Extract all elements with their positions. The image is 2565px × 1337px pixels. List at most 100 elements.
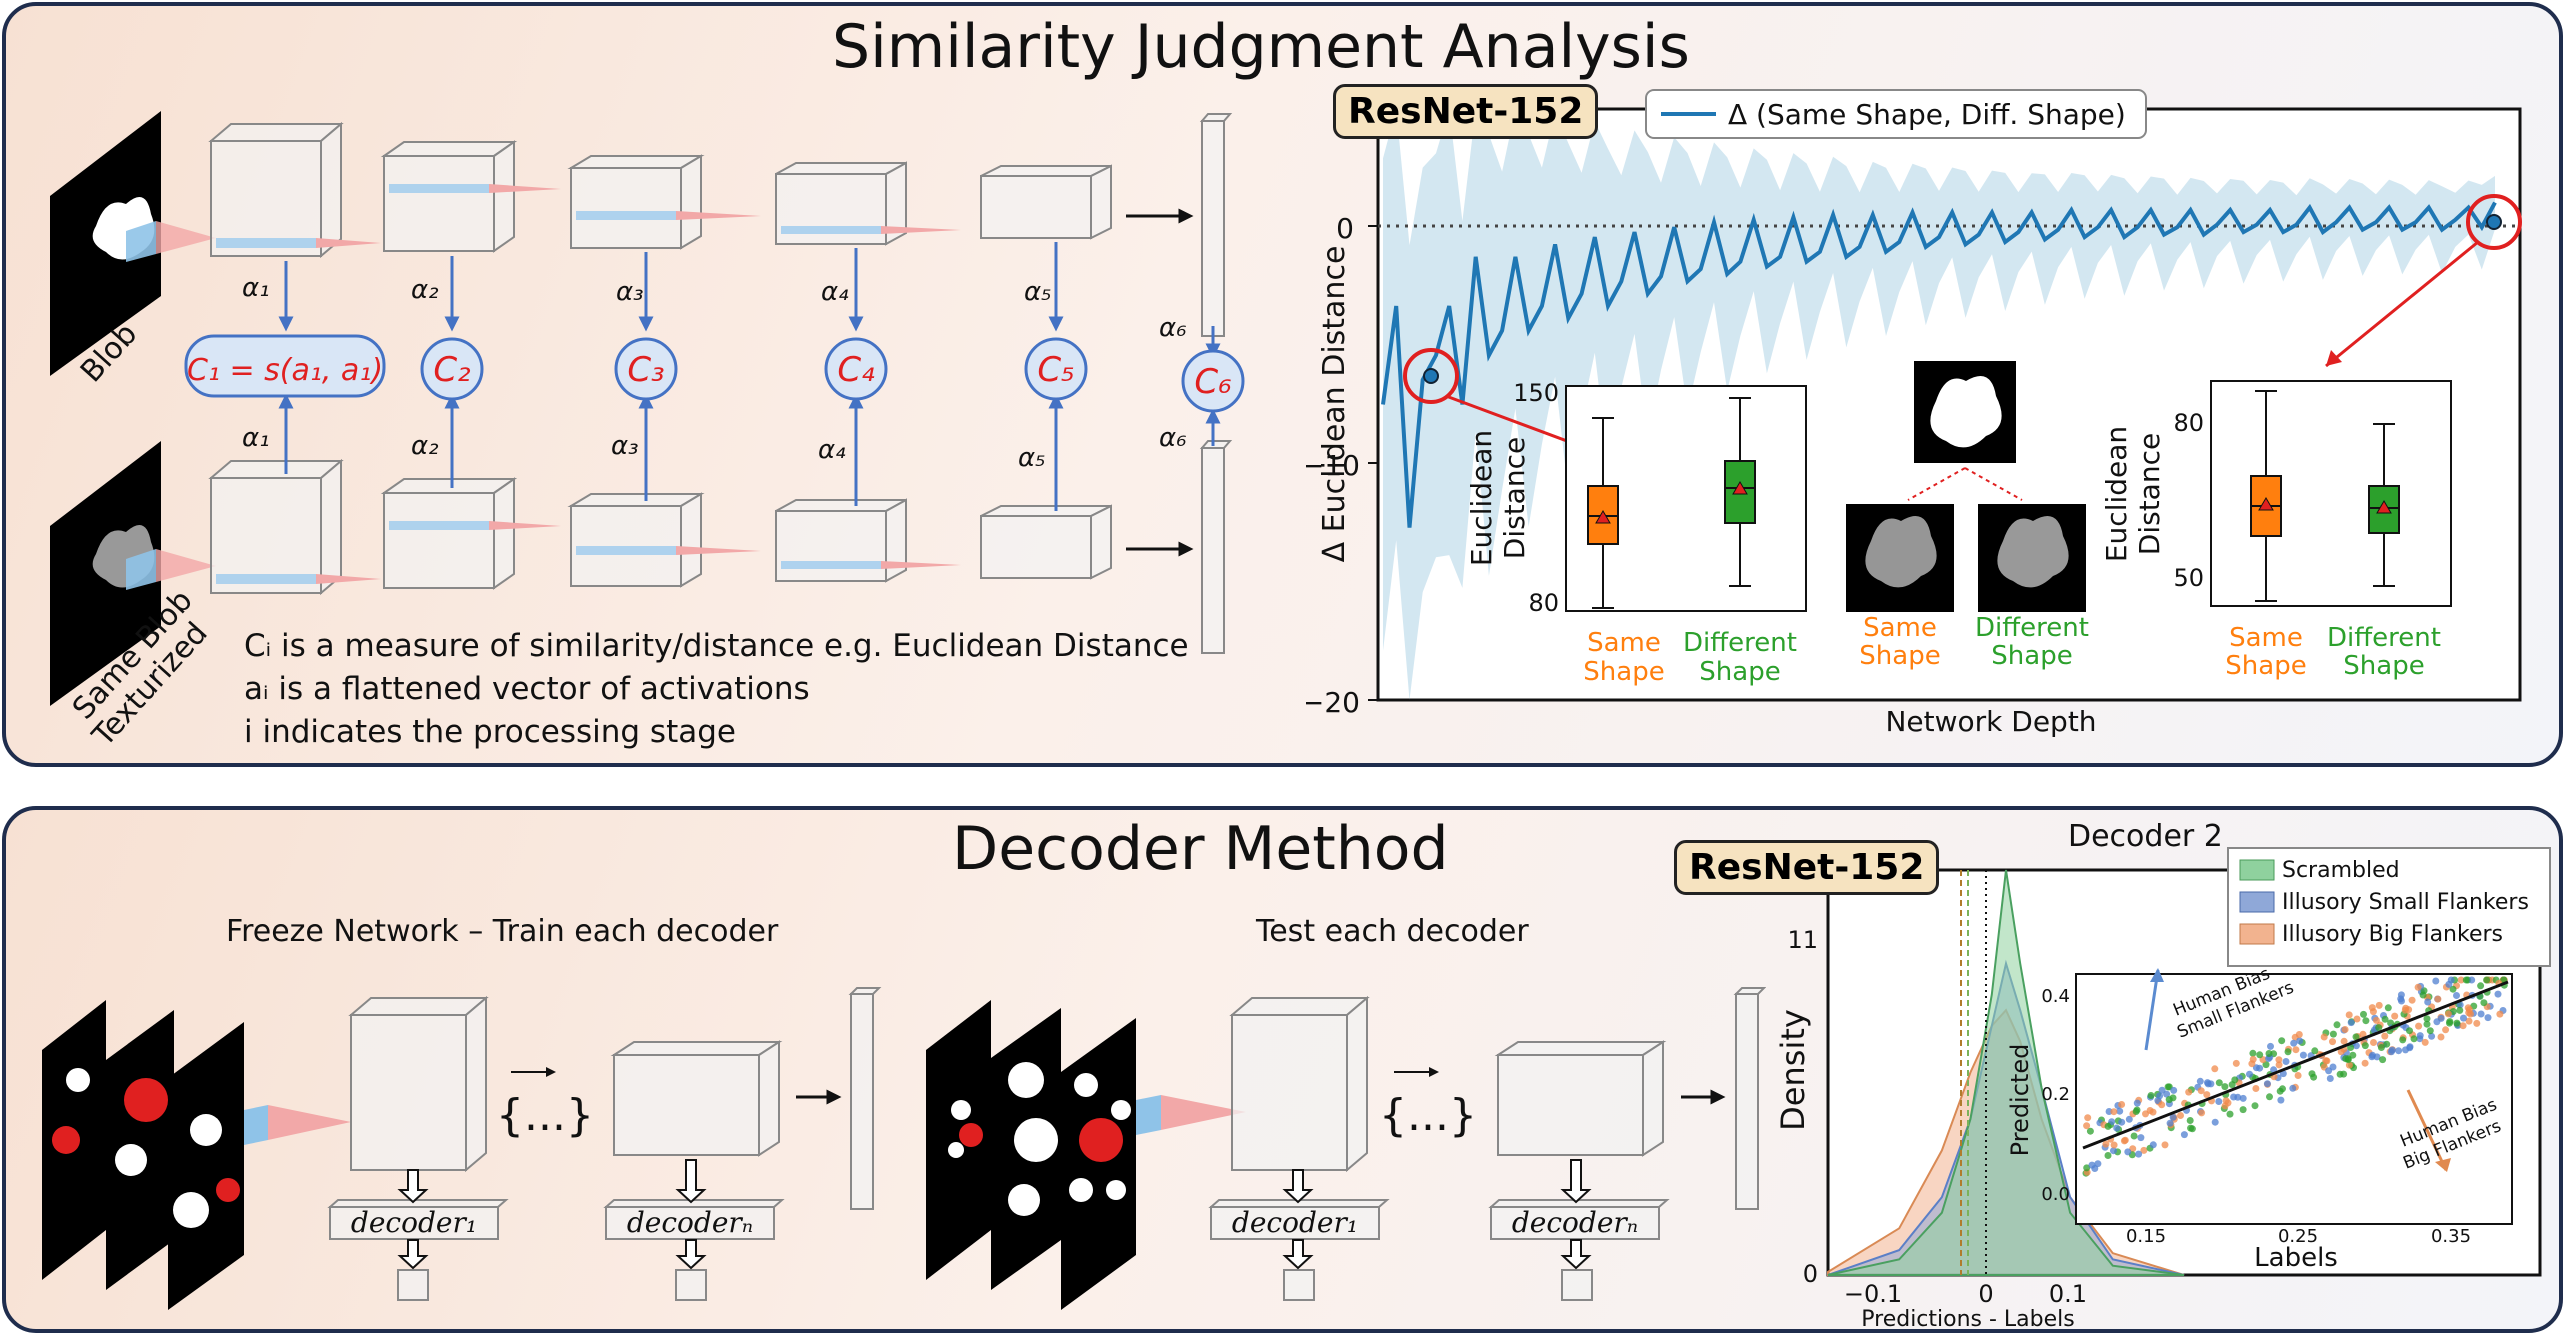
- test-network-blocks: [1208, 987, 1766, 1301]
- scatter-point: [2462, 976, 2470, 984]
- inset-right-ytick-50: 50: [2173, 564, 2204, 592]
- scatter-point: [2375, 1001, 2383, 1009]
- inset-boxplot-right: [2210, 380, 2452, 607]
- model-badge-top: ResNet-152: [1333, 84, 1599, 139]
- inset-left-ytick-80: 80: [1528, 589, 1559, 617]
- test-label: Test each decoder: [1256, 914, 1529, 949]
- scatter-point: [2473, 1019, 2481, 1027]
- scatter-point: [2256, 1051, 2264, 1059]
- scatter-point: [2166, 1119, 2174, 1127]
- train-decoder-first: decoder₁: [351, 1206, 477, 1239]
- series-line: [1381, 201, 2497, 528]
- density-xtick-neg: −0.1: [1844, 1280, 1902, 1308]
- scatter-point: [2381, 1032, 2389, 1040]
- train-network-blocks: [327, 987, 882, 1301]
- legend-label: Δ (Same Shape, Diff. Shape): [1728, 98, 2126, 131]
- scatter-point: [2295, 1031, 2303, 1038]
- scatter-point: [2329, 1038, 2336, 1046]
- scatter-point: [2342, 1055, 2350, 1063]
- alpha-3-top: α₃: [616, 277, 644, 307]
- texturized-blob-input-image: [50, 441, 216, 706]
- scatter-point: [2432, 977, 2440, 985]
- scatter-point: [2372, 1016, 2380, 1024]
- scatter-point: [2088, 1161, 2096, 1169]
- scatter-point: [2410, 1035, 2418, 1043]
- scatter-point: [2165, 1096, 2173, 1104]
- test-decoder-first: decoder₁: [1232, 1206, 1358, 1239]
- alpha-3-bottom: α₃: [611, 431, 639, 461]
- scatter-point: [2433, 1018, 2441, 1026]
- caption-line-3: i indicates the processing stage: [244, 714, 736, 750]
- inset-right-cat2-l1: Different: [2327, 623, 2441, 653]
- comparator-c1: C₁ = s(a₁, a₁): [187, 353, 383, 388]
- comparator-c4: C₄: [837, 350, 875, 390]
- scatter-point: [2142, 1110, 2149, 1118]
- scatter-point: [2102, 1140, 2110, 1148]
- train-ellipsis: {...}: [496, 1090, 594, 1141]
- inset-left-cat1-l2: Shape: [1583, 657, 1664, 687]
- test-decoder-last: decoderₙ: [1512, 1206, 1638, 1239]
- top-network-blocks: [208, 113, 1233, 337]
- scatter-point: [2140, 1146, 2148, 1154]
- scatter-point: [2352, 1033, 2360, 1041]
- density-xtick-0: 0: [1978, 1280, 1993, 1308]
- scatter-point: [2480, 999, 2488, 1007]
- alpha-4-bottom: α₄: [818, 435, 846, 465]
- inset-ytick-02: 0.2: [2041, 1084, 2070, 1105]
- scatter-point: [2086, 1127, 2094, 1135]
- decoder-schematic: {...} {...} decoder₁ decoderₙ decoder₁ d…: [42, 987, 1766, 1310]
- scatter-point: [2362, 1017, 2370, 1025]
- test-ellipsis: {...}: [1379, 1090, 1477, 1141]
- train-label: Freeze Network – Train each decoder: [226, 914, 779, 949]
- scatter-point: [2299, 1051, 2307, 1059]
- scatter-point: [2465, 1006, 2473, 1014]
- scatter-point: [2370, 1039, 2377, 1046]
- scatter-point: [2256, 1064, 2264, 1072]
- scatter-point: [2424, 998, 2432, 1006]
- scatter-point: [2468, 976, 2476, 984]
- inset-mid-cat2-l1: Different: [1975, 613, 2089, 643]
- scatter-point: [2266, 1093, 2273, 1101]
- scatter-point: [2387, 1048, 2395, 1056]
- feature-strips: [216, 184, 961, 584]
- alpha-2-bottom: α₂: [411, 431, 439, 461]
- legend-swatch-small: [2239, 891, 2275, 913]
- caption-line-1: Cᵢ is a measure of similarity/distance e…: [244, 628, 1189, 664]
- scatter-point: [2197, 1087, 2205, 1095]
- scatter-point: [2345, 1061, 2353, 1069]
- scatter-point: [2135, 1150, 2143, 1158]
- scatter-point: [2325, 1067, 2333, 1075]
- scatter-point: [2203, 1091, 2211, 1099]
- alpha-1-bottom: α₁: [242, 423, 270, 453]
- scatter-point: [2113, 1124, 2121, 1132]
- delta-distance-chart: 0 −10 −20 Δ Euclidean Distance Network D…: [1306, 89, 2522, 738]
- scatter-point: [2359, 1030, 2367, 1038]
- inset-mid-cat2-l2: Shape: [1991, 641, 2072, 671]
- scatter-point: [2402, 1046, 2409, 1054]
- scatter-point: [2423, 1015, 2431, 1023]
- scatter-point: [2395, 1047, 2403, 1055]
- scatter-point: [2375, 1024, 2383, 1032]
- bottom-network-blocks: [208, 440, 1233, 654]
- scatter-point: [2456, 1006, 2464, 1014]
- scatter-point: [2169, 1113, 2177, 1121]
- decoder-density-chart: Decoder 2 Density 11 0 −0.1 0 0.1 Predic…: [1774, 819, 2551, 1330]
- inset-left-cat2-l1: Different: [1683, 628, 1797, 658]
- scatter-point: [2423, 1020, 2431, 1028]
- scatter-point: [2399, 1036, 2407, 1044]
- scatter-point: [2483, 976, 2491, 984]
- scatter-point: [2084, 1114, 2092, 1122]
- density-xlabel: Predictions - Labels: [1861, 1307, 2075, 1330]
- scatter-point: [2397, 995, 2405, 1003]
- scatter-point: [2265, 1050, 2273, 1057]
- scatter-point: [2340, 1037, 2348, 1045]
- scatter-point: [2408, 996, 2416, 1004]
- legend-swatch-scrambled: [2239, 859, 2275, 881]
- scatter-point: [2249, 1055, 2257, 1063]
- scatter-point: [2415, 1022, 2423, 1030]
- similarity-schematic: C₁ = s(a₁, a₁) C₂ C₃ C₄ C₅ C₆ α₁ α₂ α₃ α…: [50, 111, 1245, 754]
- decoder-panel: Decoder Method Freeze Network – Train ea…: [2, 806, 2563, 1333]
- scatter-point: [2177, 1112, 2184, 1119]
- scatter-points: [2082, 976, 2508, 1177]
- series-confidence-band: [1383, 109, 2495, 700]
